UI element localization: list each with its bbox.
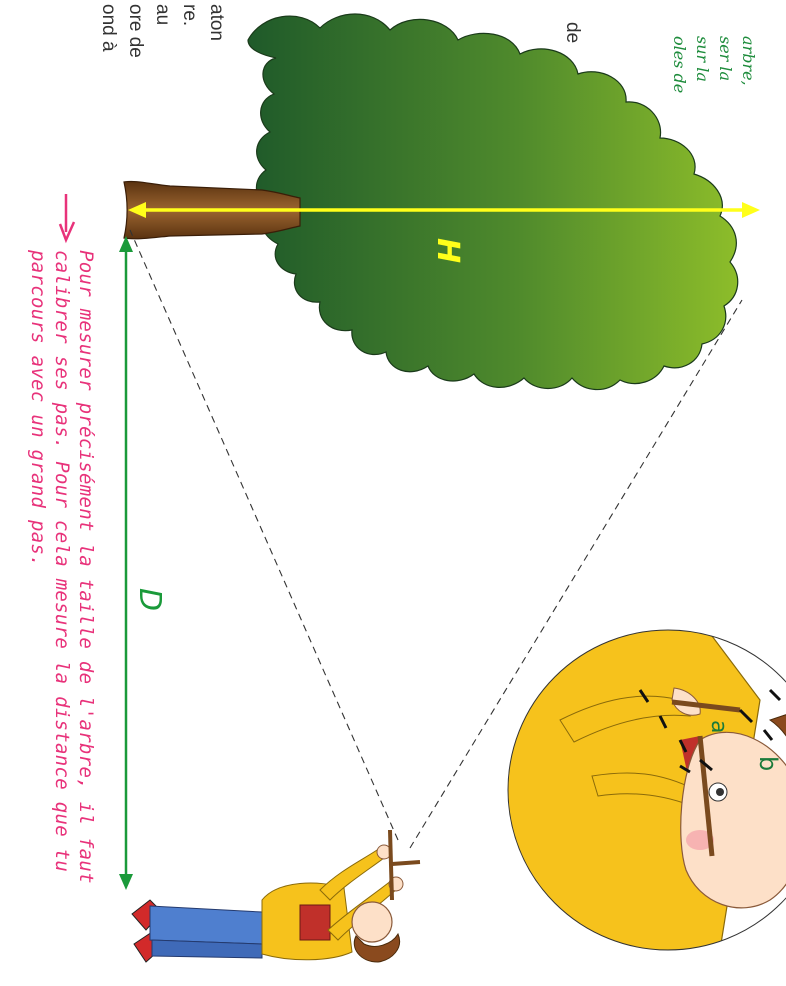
distance-label: D <box>132 588 167 611</box>
intro-line: ore de <box>122 4 149 58</box>
intro-line: re. <box>176 4 203 58</box>
note-line: calibrer ses pas. Pour cela mesure la di… <box>50 250 74 884</box>
green-note-line: sur la <box>691 36 714 93</box>
pace-calibration-note: Pour mesurer précisément la taille de l'… <box>26 250 98 884</box>
green-note-line: ser la <box>714 36 737 93</box>
zoom-inset <box>500 620 786 950</box>
intro-line: au <box>149 4 176 58</box>
green-note: arbre, ser la sur la oles de <box>668 36 760 93</box>
intro-line: ond à <box>95 4 122 58</box>
tree-illustration <box>124 14 738 390</box>
tree-foliage <box>248 14 738 390</box>
pointer-arrow-icon <box>60 194 74 240</box>
height-label: H <box>430 238 465 263</box>
green-note-line: oles de <box>668 36 691 93</box>
green-note-line: arbre, <box>737 36 760 93</box>
stick-b-label: b <box>754 756 782 771</box>
stick-a-label: a <box>706 720 731 733</box>
boy-with-stick-illustration <box>132 830 420 962</box>
intro-text-fragment-2: de <box>559 22 586 43</box>
intro-text-fragment: aton re. au ore de ond à <box>95 4 230 58</box>
distance-arrow <box>119 236 133 890</box>
intro-line: de <box>559 22 586 43</box>
intro-line: aton <box>203 4 230 58</box>
note-line: parcours avec un grand pas. <box>26 250 50 884</box>
note-line: Pour mesurer précisément la taille de l'… <box>74 250 98 884</box>
